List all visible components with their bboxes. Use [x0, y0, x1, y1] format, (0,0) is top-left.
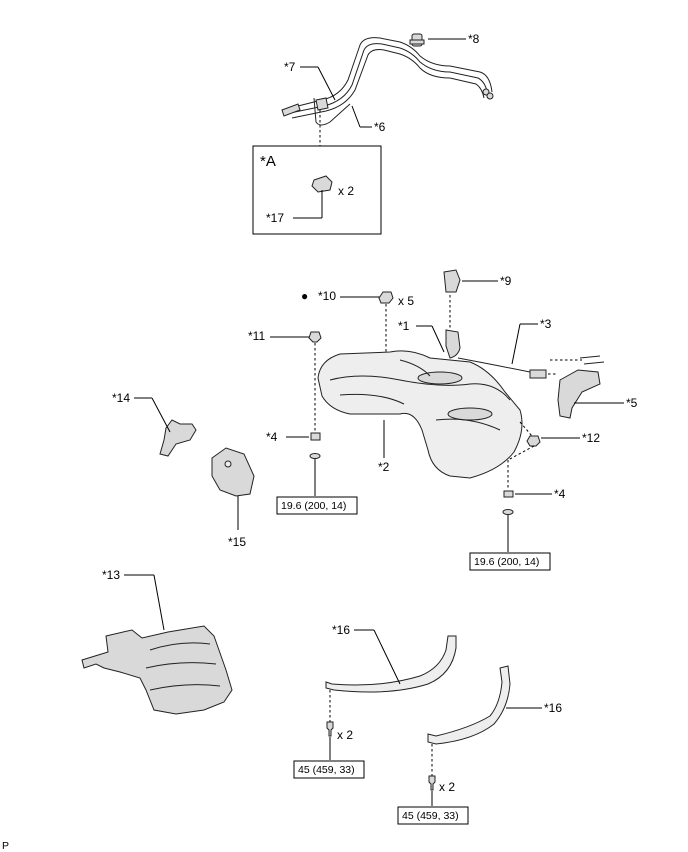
callout-12: *12 — [582, 431, 600, 445]
hose-part-9 — [443, 269, 461, 293]
torque-box-4 — [397, 806, 469, 825]
detail-box-a: *A *17 x 2 — [252, 145, 382, 235]
protector-part-15 — [211, 447, 255, 497]
fuel-tube-assembly — [281, 37, 494, 126]
torque-value-1: 19.6 (200, 14) — [281, 500, 346, 512]
qty-16-right: x 2 — [439, 780, 455, 794]
filler-hose-part-5 — [557, 355, 605, 419]
bolt-band-left — [326, 721, 334, 737]
callout-4-left: *4 — [266, 430, 278, 444]
torque-box-2 — [469, 552, 551, 571]
cushion-part-4-left — [310, 432, 321, 441]
bolt-band-right — [428, 775, 436, 791]
callout-16-left: *16 — [332, 623, 350, 637]
callout-11: *11 — [248, 329, 265, 343]
hose-part-1 — [445, 329, 461, 359]
torque-box-3 — [293, 760, 365, 779]
qty-10: x 5 — [398, 294, 414, 308]
torque-box-1 — [276, 496, 358, 515]
washer-left — [309, 453, 321, 459]
callout-8: *8 — [468, 32, 480, 46]
callout-16-right: *16 — [544, 701, 562, 715]
callout-4-right: *4 — [554, 487, 566, 501]
detail-box-label: *A — [260, 153, 276, 170]
callout-13: *13 — [102, 568, 120, 582]
cushion-part-4-right — [503, 490, 514, 498]
fuel-tank — [317, 350, 523, 479]
torque-value-4: 45 (459, 33) — [402, 810, 459, 822]
bracket-part-14 — [159, 419, 197, 457]
bolt-part-11 — [308, 331, 322, 343]
qty-17: x 2 — [338, 184, 354, 198]
torque-value-2: 19.6 (200, 14) — [474, 556, 539, 568]
tank-band-part-16-left — [325, 635, 457, 693]
callout-10: *10 — [318, 289, 336, 303]
washer-right — [502, 509, 514, 515]
callout-1: *1 — [398, 319, 410, 333]
clip-part-17 — [311, 175, 333, 193]
callout-2: *2 — [378, 460, 390, 474]
heat-insulator-part-13 — [81, 625, 233, 715]
nut-part-12 — [526, 435, 541, 447]
callout-14: *14 — [112, 391, 130, 405]
callout-3: *3 — [540, 317, 552, 331]
callout-17: *17 — [266, 211, 284, 225]
torque-value-3: 45 (459, 33) — [298, 764, 355, 776]
callout-9: *9 — [500, 274, 512, 288]
clamp-part-8 — [409, 33, 425, 47]
corner-mark: P — [2, 840, 9, 852]
reuse-marker: ● — [301, 289, 308, 303]
callout-5: *5 — [626, 396, 638, 410]
callout-7: *7 — [284, 60, 296, 74]
tank-band-part-16-right — [427, 665, 511, 745]
nut-part-10 — [378, 291, 394, 304]
callout-6: *6 — [374, 120, 386, 134]
callout-15: *15 — [228, 535, 246, 549]
qty-16-left: x 2 — [337, 728, 353, 742]
